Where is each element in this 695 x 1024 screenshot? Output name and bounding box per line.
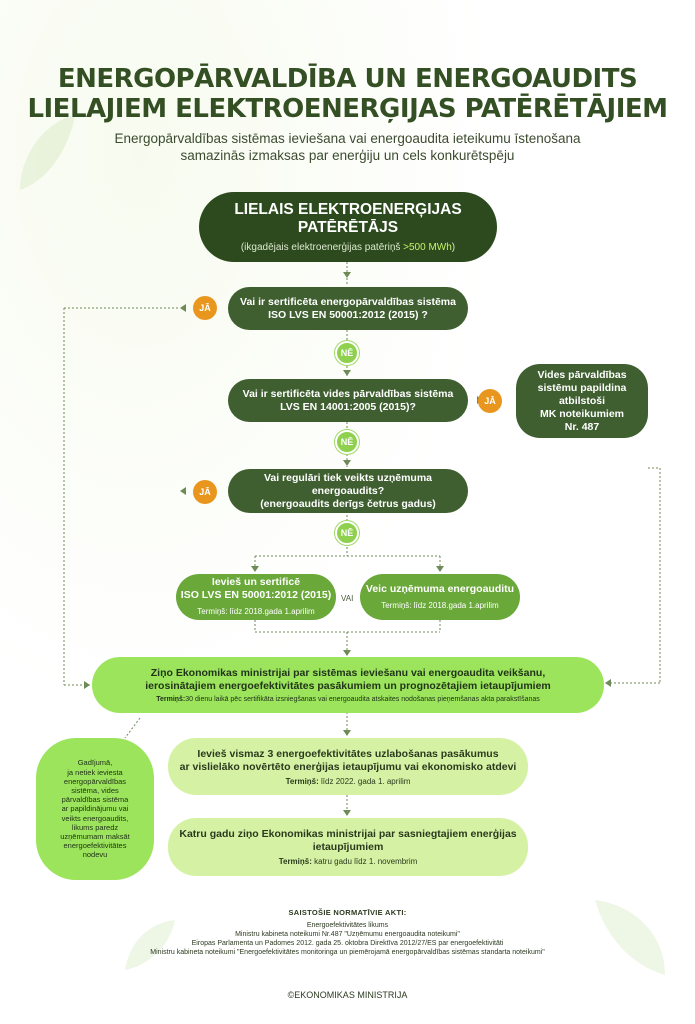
question-environmental-management-certified: Vai ir sertificēta vides pārvaldības sis… — [228, 379, 468, 422]
no-badge-q3: NĒ — [335, 521, 359, 545]
side-note-line: sistēma, vides — [71, 785, 119, 795]
question-regular-energy-audit: Vai regulāri tiek veikts uzņēmuma energo… — [228, 469, 468, 513]
leaf-decoration-bottom-left — [125, 920, 175, 970]
subtitle-line-2: samazinās izmaksas par enerģiju un cels … — [180, 148, 515, 163]
yes-badge-q3: JĀ — [193, 480, 217, 504]
start-node-large-consumer: LIELAIS ELEKTROENERĢIJAS PATĒRĒTĀJS (ikg… — [199, 192, 497, 262]
start-sub-suffix: ) — [451, 242, 456, 253]
report-term: 30 dienu laikā pēc sertifikāta izsniegša… — [185, 696, 540, 703]
start-title-line-1: LIELAIS ELEKTROENERĢIJAS — [234, 201, 462, 218]
report-to-ministry-node: Ziņo Ekonomikas ministrijai par sistēmas… — [92, 657, 604, 713]
option-implement-certify-iso: Ievieš un sertificē ISO LVS EN 50001:201… — [176, 574, 336, 620]
option-perform-energy-audit: Veic uzņēmuma energoauditu Termiņš: līdz… — [360, 574, 520, 620]
report-line-2: ierosinātajiem energoefektivitātes pasāk… — [145, 680, 551, 692]
option-b-term-label: Termiņš: — [381, 600, 412, 610]
side-note-line: pārvaldības sistēma — [61, 795, 129, 805]
side-note-line: energoefektivitātes — [63, 841, 127, 851]
q3-line-2: (energoaudits derīgs četrus gadus) — [260, 497, 436, 510]
side-env-line-1: Vides pārvaldības — [537, 368, 627, 381]
implement-measures-node: Ievieš vismaz 3 energoefektivitātes uzla… — [168, 738, 528, 795]
side-note-line: ja netiek ieviesta — [67, 767, 123, 777]
annual-report-node: Katru gadu ziņo Ekonomikas ministrijai p… — [168, 818, 528, 876]
option-b-term: līdz 2018.gada 1.aprilim — [411, 600, 499, 610]
measures-line-2: ar vislielāko novērtēto enerģijas ietaup… — [179, 760, 517, 773]
start-consumption-note: (ikgadējais elektroenerģijas patēriņš >5… — [241, 242, 455, 253]
legal-acts-heading: SAISTOŠIE NORMATĪVIE AKTI: — [288, 908, 407, 917]
option-a-line-1: Ievieš un sertificē — [211, 576, 301, 588]
report-line-1: Ziņo Ekonomikas ministrijai par sistēmas… — [150, 667, 546, 679]
side-note-line: uzņēmumam maksāt — [60, 832, 130, 841]
option-b-line-1: Veic uzņēmuma energoauditu — [365, 582, 515, 595]
option-b-deadline: Termiņš: līdz 2018.gada 1.aprilim — [381, 599, 498, 612]
page-subtitle: Energopārvaldības sistēmas ieviešana vai… — [60, 130, 635, 164]
legal-act-item: Ministru kabineta noteikumi "Energoefekt… — [150, 949, 545, 956]
start-threshold: >500 MWh — [403, 242, 452, 253]
side-note-line: veikts energoaudits, — [61, 813, 129, 823]
side-env-line-5: Nr. 487 — [564, 420, 600, 433]
q1-line-2: ISO LVS EN 50001:2012 (2015) ? — [268, 308, 428, 321]
option-a-deadline: Termiņš: līdz 2018.gada 1.aprilim — [197, 605, 314, 618]
side-env-line-4: MK noteikumiem — [539, 407, 624, 420]
question-energy-management-certified: Vai ir sertificēta energopārvaldības sis… — [228, 287, 468, 330]
q3-line-1: Vai regulāri tiek veikts uzņēmuma energo… — [263, 471, 433, 497]
leaf-decoration-right — [595, 900, 665, 975]
annual-term-label: Termiņš: — [278, 857, 312, 866]
q2-line-1: Vai ir sertificēta vides pārvaldības sis… — [242, 387, 454, 400]
side-env-line-3: atbilstoši — [558, 394, 606, 407]
side-note-line: energopārvaldības — [63, 776, 127, 786]
annual-term: katru gadu līdz 1. novembrim — [311, 857, 418, 866]
title-line-2: LIELAJIEM ELEKTROENERĢIJAS PATĒRĒTĀJIEM — [27, 94, 668, 124]
side-note-line: nodevu — [82, 850, 108, 860]
copyright-notice: ©EKONOMIKAS MINISTRIJA — [287, 990, 408, 1000]
side-note-line: likums paredz — [71, 822, 119, 832]
or-label: VAI — [341, 594, 354, 603]
start-title-line-2: PATĒRĒTĀJS — [297, 219, 399, 236]
legal-act-item: Ministru kabineta noteikumi Nr.487 "Uzņē… — [235, 931, 460, 938]
subtitle-line-1: Energopārvaldības sistēmas ieviešana vai… — [114, 131, 581, 146]
side-env-line-2: sistēmu papildina — [537, 381, 627, 394]
page-title: ENERGOPĀRVALDĪBA UN ENERGOAUDITS LIELAJI… — [0, 64, 695, 124]
legal-act-item: Eiropas Parlamenta un Padomes 2012. gada… — [191, 940, 504, 947]
report-term-label: Termiņš: — [156, 696, 186, 703]
side-node-environmental-supplement: Vides pārvaldības sistēmu papildina atbi… — [516, 364, 648, 438]
q1-line-1: Vai ir sertificēta energopārvaldības sis… — [240, 295, 456, 308]
q2-line-2: LVS EN 14001:2005 (2015)? — [280, 400, 416, 413]
start-sub-prefix: (ikgadējais elektroenerģijas patēriņš — [240, 242, 404, 253]
measures-line-1: Ievieš vismaz 3 energoefektivitātes uzla… — [197, 747, 499, 760]
yes-badge-q1: JĀ — [193, 296, 217, 320]
yes-badge-q2: JĀ — [478, 389, 502, 413]
side-note-line: ar papildinājumu vai — [61, 804, 129, 814]
side-note-fee: Gadījumā, ja netiek ieviesta energopārva… — [36, 738, 154, 880]
leaf-decoration-left — [20, 115, 75, 190]
measures-term-label: Termiņš: — [285, 776, 319, 786]
no-badge-q1: NĒ — [335, 341, 359, 365]
report-deadline: Termiņš:30 dienu laikā pēc sertifikāta i… — [156, 696, 540, 703]
option-a-term: līdz 2018.gada 1.aprilim — [227, 607, 315, 616]
side-note-line: Gadījumā, — [77, 758, 113, 768]
measures-term: līdz 2022. gada 1. aprilim — [318, 776, 411, 786]
annual-deadline: Termiņš: katru gadu līdz 1. novembrim — [279, 857, 418, 866]
option-a-term-label: Termiņš: — [197, 607, 228, 616]
legal-act-item: Energoefektivitātes likums — [306, 922, 389, 929]
no-badge-q2: NĒ — [335, 430, 359, 454]
measures-deadline: Termiņš: līdz 2022. gada 1. aprilim — [286, 777, 411, 786]
annual-line-1: Katru gadu ziņo Ekonomikas ministrijai p… — [179, 828, 517, 853]
title-line-1: ENERGOPĀRVALDĪBA UN ENERGOAUDITS — [57, 64, 638, 94]
option-a-line-2: ISO LVS EN 50001:2012 (2015) — [180, 589, 332, 601]
